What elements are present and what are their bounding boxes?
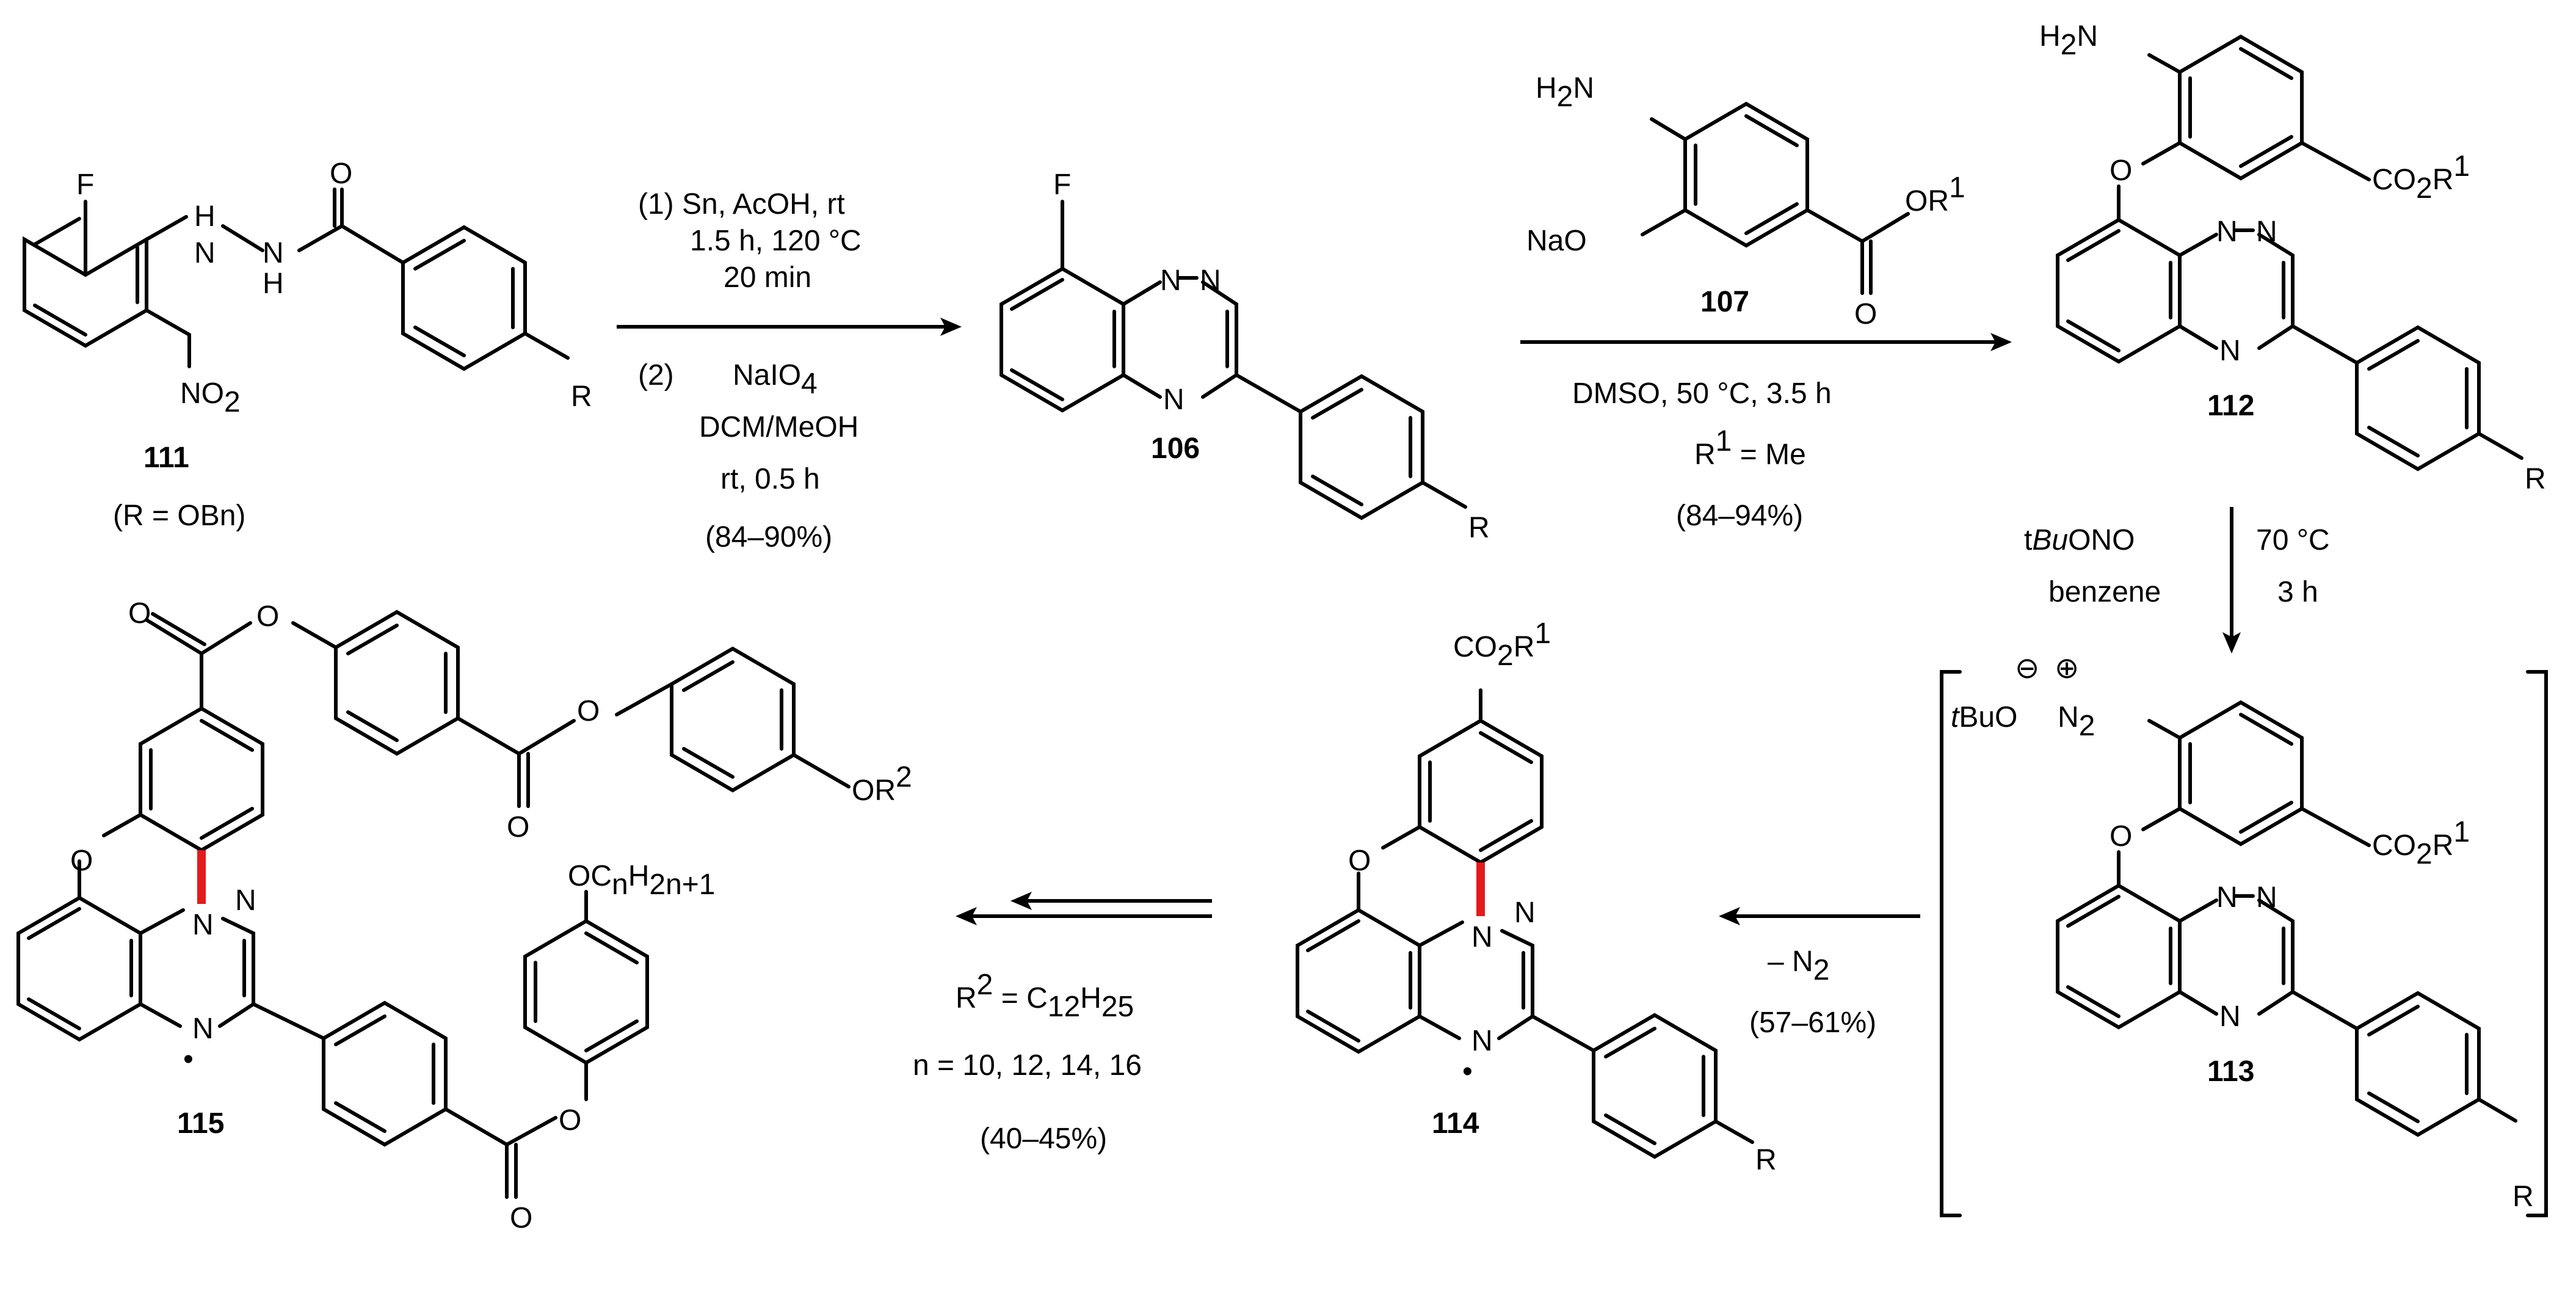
group-OR2: OR2 <box>852 761 912 807</box>
condition-line: tBuONO <box>2024 524 2135 556</box>
radical-dot: • <box>1462 1055 1473 1088</box>
compound-label-114: 114 <box>1432 1107 1479 1140</box>
compound-113: ⊖ ⊕ tBuO N2 O CO2R1 N N N R 113 <box>1940 652 2548 1217</box>
atom-O: O <box>1348 845 1371 877</box>
reaction-arrow-5: R2 = C12H25 n = 10, 12, 14, 16 (40–45%) <box>913 892 1212 1155</box>
compound-106: F N N N R 106 <box>1000 169 1490 544</box>
condition-line: 3 h <box>2277 576 2318 608</box>
atom-R: R <box>2513 1181 2534 1213</box>
atom-N: N <box>2256 881 2277 914</box>
condition-line: benzene <box>2048 576 2161 608</box>
group-NO2: NO2 <box>180 377 241 418</box>
atom-O: O <box>256 600 279 633</box>
charge-minus: ⊖ <box>2015 652 2039 685</box>
atom-N: N <box>1471 921 1493 953</box>
atom-N: N <box>2216 216 2238 248</box>
atom-N: N <box>235 884 256 917</box>
group-H2N: H2N <box>2039 20 2098 61</box>
atom-R: R <box>571 381 592 413</box>
atom-O: O <box>330 158 352 190</box>
atom-O: O <box>559 1104 581 1137</box>
yield: (84–90%) <box>705 521 832 553</box>
compound-label-112: 112 <box>2207 390 2254 422</box>
atom-O: O <box>1854 298 1877 330</box>
group-tBuO: tBuO <box>1951 701 2017 734</box>
reaction-arrow-2: DMSO, 50 °C, 3.5 h R1 = Me (84–94%) <box>1520 333 2012 532</box>
group-NaO: NaO <box>1526 225 1587 257</box>
group-H2N: H2N <box>1536 72 1594 113</box>
reaction-arrow-4: – N2 (57–61%) <box>1719 907 1920 1039</box>
condition-line: 70 °C <box>2256 524 2330 556</box>
atom-O: O <box>70 845 93 877</box>
condition-line: R2 = C12H25 <box>956 969 1134 1023</box>
compound-label-115: 115 <box>177 1107 224 1140</box>
condition-line: (1) Sn, AcOH, rt <box>638 188 845 220</box>
atom-N: N <box>194 237 216 269</box>
atom-O: O <box>577 695 600 727</box>
compound-label-106: 106 <box>1151 432 1200 465</box>
group-OR1: OR1 <box>1905 172 1965 217</box>
compound-114: CO2R1 O N N N • R 114 <box>1296 617 1777 1176</box>
atom-N: N <box>1160 264 1181 297</box>
atom-F: F <box>1053 169 1071 201</box>
condition-line: NaIO4 <box>733 359 818 400</box>
atom-H: H <box>263 268 284 300</box>
atom-N: N <box>1200 264 1221 297</box>
group-CO2R1: CO2R1 <box>2372 816 2470 870</box>
atom-R: R <box>1755 1144 1777 1176</box>
compound-107: H2N NaO OR1 O 107 <box>1526 72 1965 330</box>
compound-115: O O O O O O O OR2 OCnH2n+1 N N N • 115 <box>16 597 912 1234</box>
compound-label-113: 113 <box>2207 1055 2254 1088</box>
radical-dot: • <box>183 1043 194 1076</box>
group-N2: N2 <box>2058 701 2095 742</box>
compound-112: H2N O CO2R1 N N N R 112 <box>2039 20 2546 495</box>
atom-N: N <box>2219 1000 2241 1033</box>
atom-H: H <box>194 200 216 233</box>
yield: (40–45%) <box>980 1123 1107 1155</box>
group-CO2R1: CO2R1 <box>2372 150 2470 205</box>
atom-O: O <box>2110 155 2132 187</box>
atom-R: R <box>1468 512 1490 544</box>
condition-line: n = 10, 12, 14, 16 <box>913 1049 1142 1082</box>
substituent-note: (R = OBn) <box>113 500 245 532</box>
atom-N: N <box>192 909 214 941</box>
yield: (84–94%) <box>1676 500 1803 532</box>
atom-N: N <box>192 1013 214 1045</box>
condition-line: (2) <box>638 359 674 392</box>
yield: (57–61%) <box>1749 1007 1876 1039</box>
atom-N: N <box>2256 216 2277 248</box>
compound-label-111: 111 <box>143 442 189 474</box>
atom-O: O <box>510 1202 532 1234</box>
group-CO2R1: CO2R1 <box>1453 617 1551 672</box>
condition-line: R1 = Me <box>1694 425 1806 471</box>
reaction-arrow-1: (1) Sn, AcOH, rt 1.5 h, 120 °C 20 min (2… <box>617 188 962 553</box>
compound-111: F H N N H O NO2 R 111 (R = OBn) <box>23 158 592 532</box>
atom-N: N <box>263 237 284 269</box>
atom-O: O <box>2110 820 2132 853</box>
condition-line: 20 min <box>724 261 811 294</box>
compound-label-107: 107 <box>1700 286 1749 318</box>
reaction-arrow-3: tBuONO benzene 70 °C 3 h <box>2024 507 2330 654</box>
charge-plus: ⊕ <box>2055 652 2079 685</box>
atom-N: N <box>2216 881 2238 914</box>
atom-O: O <box>507 811 529 843</box>
atom-F: F <box>76 169 94 201</box>
atom-O: O <box>128 597 151 630</box>
atom-N: N <box>1514 897 1536 929</box>
group-alkoxy: OCnH2n+1 <box>568 860 716 901</box>
atom-N: N <box>2219 335 2241 367</box>
condition-line: rt, 0.5 h <box>720 463 820 495</box>
atom-N: N <box>1163 384 1185 416</box>
atom-R: R <box>2525 463 2546 495</box>
condition-line: DCM/MeOH <box>699 411 858 443</box>
condition-line: DMSO, 50 °C, 3.5 h <box>1572 377 1832 410</box>
atom-N: N <box>1471 1025 1493 1057</box>
condition-line: 1.5 h, 120 °C <box>690 225 862 257</box>
condition-line: – N2 <box>1768 945 1829 986</box>
